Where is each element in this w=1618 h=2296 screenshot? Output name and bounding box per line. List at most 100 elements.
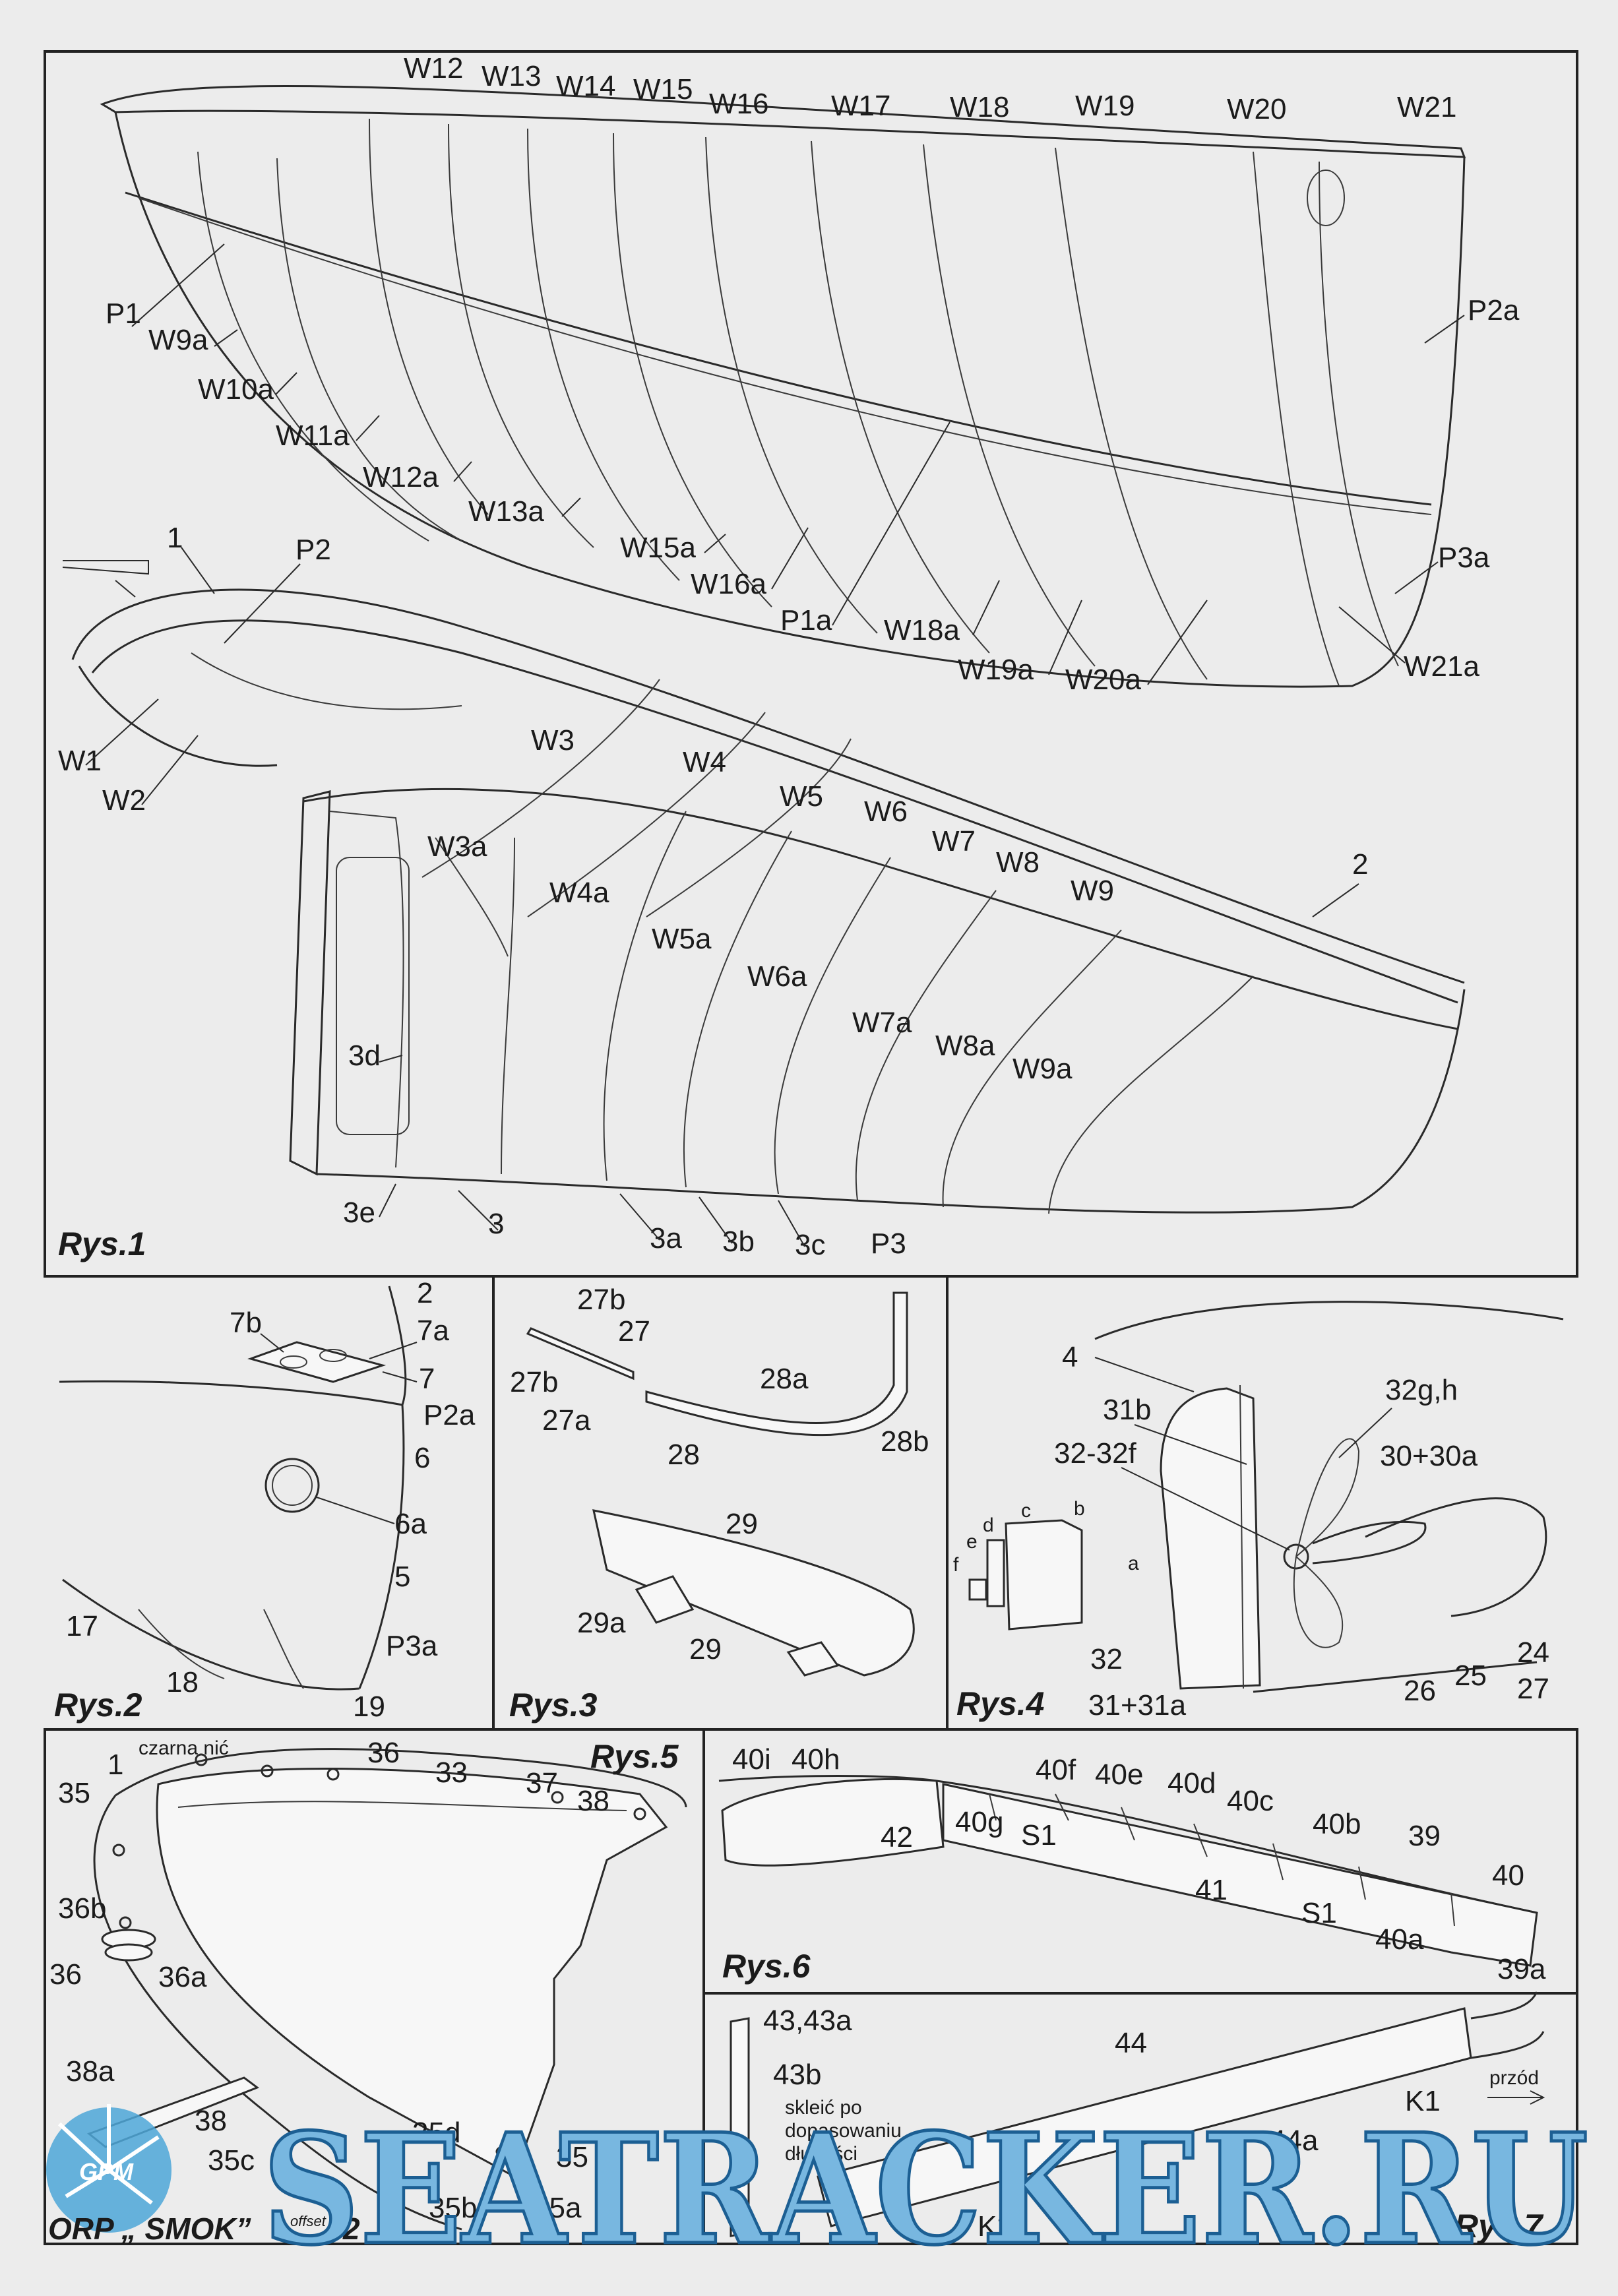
label-w21a: W21a [1404, 650, 1479, 683]
rys6-label-40h: 40h [792, 1743, 840, 1776]
label-w12a: W12a [363, 461, 439, 493]
rys5-label-36-top: 36 [367, 1737, 400, 1769]
rys3-label-27a: 27a [542, 1404, 591, 1437]
rys6-label-40i: 40i [732, 1743, 771, 1776]
label-3d: 3d [348, 1039, 381, 1072]
label-w15: W15 [633, 73, 693, 106]
rys2-label-p2a: P2a [423, 1399, 476, 1431]
label-w9a-stern: W9a [148, 324, 208, 356]
rys4-title: Rys.4 [956, 1685, 1044, 1722]
label-w19a: W19a [958, 654, 1034, 686]
rys7-label-k1: K1 [1405, 2085, 1441, 2117]
watermark: SEATRACKER.RU [261, 2099, 1590, 2281]
rys1-stern-hull-drawing [100, 85, 1466, 688]
rys6-label-40d: 40d [1167, 1767, 1216, 1799]
rys3-label-28: 28 [668, 1439, 700, 1471]
rys4-label-c: c [1021, 1500, 1031, 1522]
rys5-label-33: 33 [435, 1756, 468, 1789]
rys3-label-29: 29 [689, 1633, 722, 1665]
label-w16: W16 [709, 88, 768, 120]
rys5-label-38a: 38a [66, 2055, 115, 2088]
rys1-bow-hull-drawing [62, 560, 1466, 1214]
label-w13: W13 [482, 60, 541, 92]
rys4-label-26: 26 [1404, 1675, 1436, 1707]
rys4-label-b: b [1074, 1498, 1085, 1520]
label-w16a: W16a [691, 568, 766, 600]
rys4-rudder-propeller-drawing [968, 1301, 1564, 1693]
rys4-label-27-r4: 27 [1517, 1673, 1549, 1705]
rys4-labels: 4 31b 32g,h 32-32f 30+30a c b d e f a 32… [953, 1341, 1549, 1722]
rys6-label-40g: 40g [955, 1806, 1003, 1838]
label-w6: W6 [864, 795, 908, 828]
label-w17: W17 [831, 90, 890, 122]
rys4-label-31b: 31b [1103, 1394, 1151, 1426]
rys6-label-42: 42 [881, 1821, 913, 1853]
label-w7a: W7a [852, 1007, 912, 1039]
rys6-label-40a: 40a [1375, 1923, 1424, 1956]
rys3-label-27b-top: 27b [577, 1284, 625, 1316]
label-p1a: P1a [780, 604, 832, 636]
footer-edition: offset [290, 2213, 327, 2229]
rys5-title: Rys.5 [590, 1738, 679, 1775]
rys7-note-line-3: długości [785, 2143, 857, 2165]
rys2-label-7: 7 [419, 1363, 435, 1395]
rys6-label-40c: 40c [1227, 1785, 1274, 1817]
label-w18a: W18a [884, 614, 960, 646]
label-w7: W7 [932, 825, 976, 857]
rys7-label-k2: K2 [978, 2210, 1013, 2243]
rys3-label-28a: 28a [760, 1363, 809, 1395]
rys5-labels: 1 czarna nić 36 33 37 38 35 36b 36 36a 3… [49, 1737, 679, 2224]
rys2-label-18: 18 [166, 1666, 199, 1698]
footer: GPM ORP „ SMOK” offset 2 [46, 2104, 360, 2246]
rys5-label-38: 38 [195, 2105, 227, 2137]
rys4-label-24: 24 [1517, 1636, 1549, 1669]
rys6-label-40f: 40f [1036, 1754, 1076, 1786]
label-w5a: W5a [652, 923, 712, 955]
rys5-label-36a: 36a [158, 1961, 207, 1993]
rys5-label-35b: 35b [429, 2192, 477, 2224]
rys5-label-35: 35 [556, 2141, 588, 2173]
rys7-labels: 43,43a 43b 44 przód K1 44a K2 skleić po … [763, 2004, 1544, 2245]
rys7-label-przod: przód [1489, 2067, 1539, 2089]
label-p2a: P2a [1468, 294, 1520, 326]
rys5-label-37: 37 [526, 1767, 558, 1799]
label-w3: W3 [531, 724, 575, 757]
rys5-label-35a: 35a [533, 2192, 582, 2224]
label-w8a: W8a [935, 1030, 995, 1062]
rys7-title: Rys.7 [1454, 2208, 1544, 2245]
rys6-label-39: 39 [1408, 1820, 1441, 1852]
label-w21: W21 [1397, 91, 1456, 123]
rys4-label-d: d [983, 1514, 994, 1536]
rys3-label-27b: 27b [510, 1366, 558, 1398]
rys5-label-35-top: 35 [58, 1777, 90, 1809]
rys5-label-38-top: 38 [577, 1785, 609, 1817]
label-w2: W2 [102, 784, 146, 817]
rys7-label-43b: 43b [773, 2059, 821, 2091]
label-2: 2 [1352, 848, 1368, 881]
rys3-title: Rys.3 [509, 1687, 598, 1723]
gpm-logo: GPM [46, 2104, 171, 2233]
footer-page-number: 2 [342, 2212, 360, 2246]
label-w1: W1 [58, 745, 102, 777]
rys4-label-4: 4 [1062, 1341, 1078, 1373]
rys3-strips-drawing [526, 1291, 915, 1677]
rys7-note-line-2: dopasowaniu [785, 2120, 902, 2142]
rys2-label-2: 2 [417, 1277, 433, 1309]
footer-ship-name: ORP „ SMOK” [48, 2212, 251, 2246]
rys6-label-40b: 40b [1313, 1808, 1361, 1840]
label-w11a: W11a [276, 419, 350, 452]
rys5-label-czarna-nic: czarna nić [139, 1737, 229, 1759]
label-w9a: W9a [1012, 1053, 1073, 1085]
rys7-label-44: 44 [1115, 2027, 1147, 2059]
rys4-label-32gh: 32g,h [1385, 1374, 1458, 1406]
rys6-label-40e: 40e [1095, 1758, 1143, 1791]
label-3: 3 [488, 1208, 504, 1240]
rys3-labels: 27b 27 27b 27a 28a 28 28b 29 29a 29 Rys.… [509, 1284, 929, 1723]
rys5-label-1: 1 [108, 1749, 123, 1781]
rys4-label-e: e [966, 1531, 978, 1553]
label-w19: W19 [1075, 90, 1135, 122]
label-w3a: W3a [427, 830, 487, 863]
rys6-labels: 40i 40h 40f 40e 40d 40c 40g S1 42 40b 39… [722, 1743, 1546, 1985]
rys4-label-30-30a: 30+30a [1380, 1440, 1478, 1472]
label-w9: W9 [1071, 875, 1114, 907]
